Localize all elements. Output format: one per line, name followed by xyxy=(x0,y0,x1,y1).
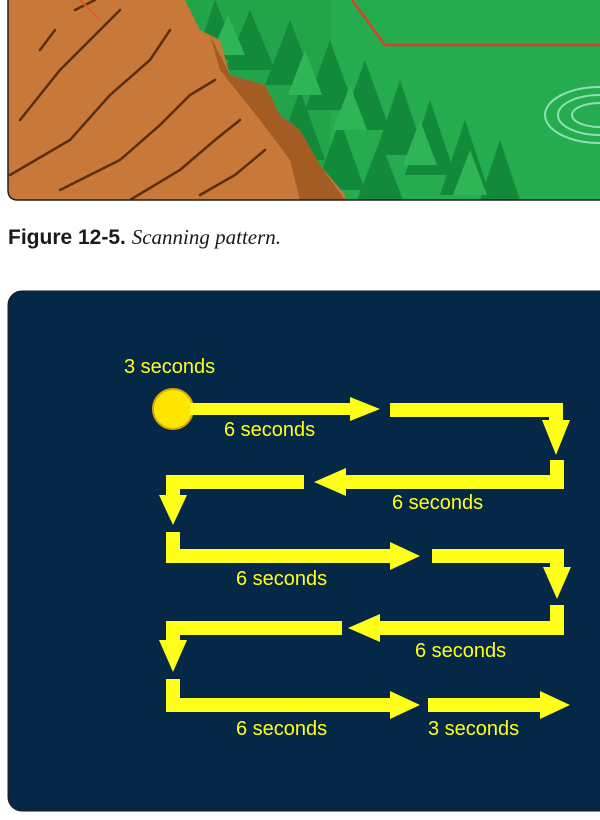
arrow-row1-b-turn xyxy=(390,403,570,455)
arrow-row4-b-turn xyxy=(159,621,342,672)
road-outline xyxy=(350,0,600,47)
forest-highlights xyxy=(211,15,487,195)
segment-label-3: 6 seconds xyxy=(236,568,327,590)
arrow-row2-b-turn xyxy=(159,475,304,525)
segment-label-2: 6 seconds xyxy=(392,492,483,514)
arrow-row5-a xyxy=(166,679,420,719)
arrow-row5-b xyxy=(428,691,570,719)
segment-labels: 6 seconds 6 seconds 6 seconds 6 seconds … xyxy=(224,419,519,740)
scan-arrows xyxy=(159,397,571,719)
ripple-rings xyxy=(544,86,600,144)
segment-label-5: 6 seconds xyxy=(236,718,327,740)
figure-caption: Figure 12-5. Scanning pattern. xyxy=(8,225,281,250)
figure-title: Scanning pattern. xyxy=(131,225,282,249)
scanning-pattern-diagram: 3 seconds 6 seconds 6 seconds 6 seconds … xyxy=(7,290,600,812)
start-label: 3 seconds xyxy=(124,356,215,378)
landscape-illustration xyxy=(7,0,600,201)
segment-label-4: 6 seconds xyxy=(415,640,506,662)
cliff xyxy=(8,0,345,200)
arrow-row3-b-turn xyxy=(432,549,571,599)
arrow-row3-a xyxy=(166,532,420,570)
start-dot xyxy=(152,388,194,430)
arrow-row1-a xyxy=(190,397,380,421)
figure-label: Figure 12-5. xyxy=(8,226,126,249)
segment-label-1: 6 seconds xyxy=(224,419,315,441)
arrow-row4-a-turn xyxy=(348,605,564,642)
arrow-row2-a-turn xyxy=(314,460,564,496)
segment-label-6: 3 seconds xyxy=(428,718,519,740)
illustration-border xyxy=(7,0,600,201)
